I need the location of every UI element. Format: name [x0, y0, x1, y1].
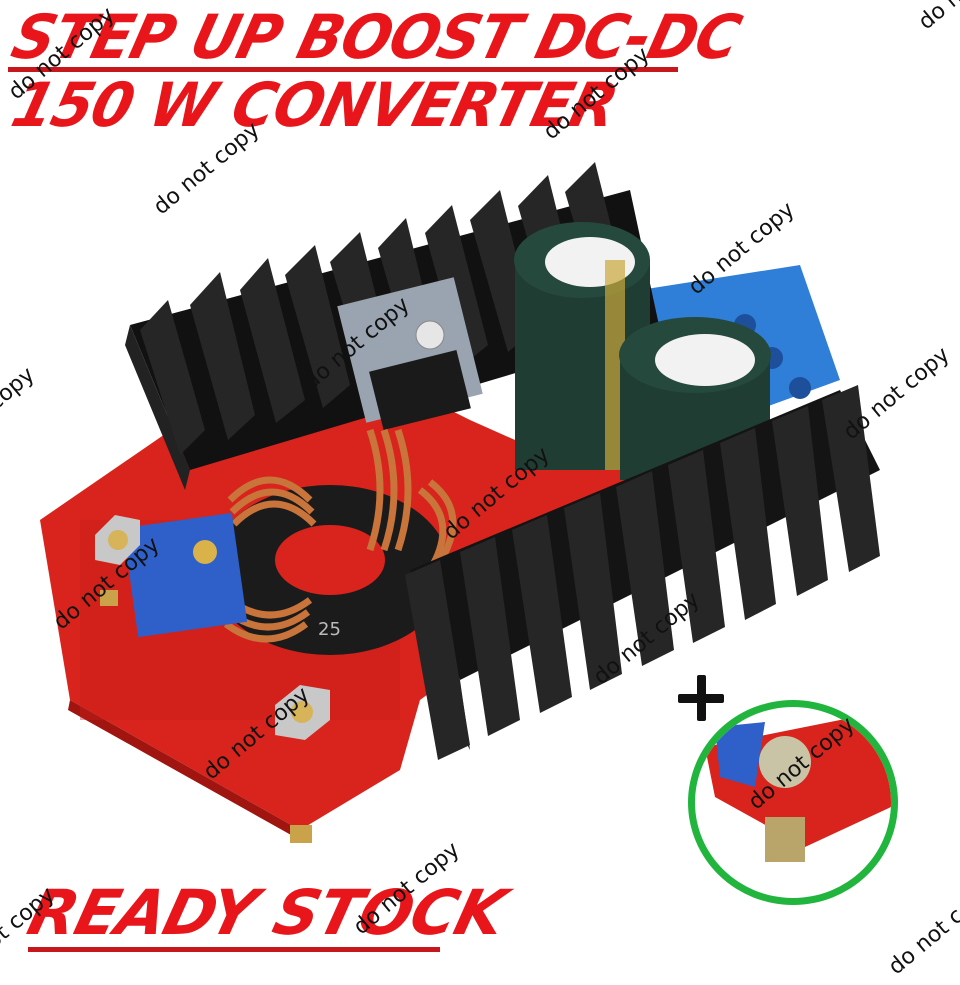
standoff-top-left [95, 515, 140, 565]
product-photo: 25 [40, 162, 880, 843]
plus-symbol-icon [678, 675, 726, 723]
headline-underline [8, 67, 678, 72]
callout-detail-image [705, 717, 891, 862]
headline-line-2: 150 W CONVERTER [5, 69, 625, 141]
trimmer-potentiometer [122, 512, 248, 638]
standoff-callout [688, 700, 898, 905]
standoff-foot [100, 590, 118, 606]
svg-text:25: 25 [318, 619, 341, 640]
ready-stock-badge: READY STOCK [21, 876, 513, 949]
toroid-inductor: 25 [210, 428, 457, 655]
heatsink-right [405, 385, 880, 760]
standoff-bottom-left [275, 685, 330, 843]
mosfet [337, 277, 483, 430]
badge-underline [28, 947, 440, 952]
